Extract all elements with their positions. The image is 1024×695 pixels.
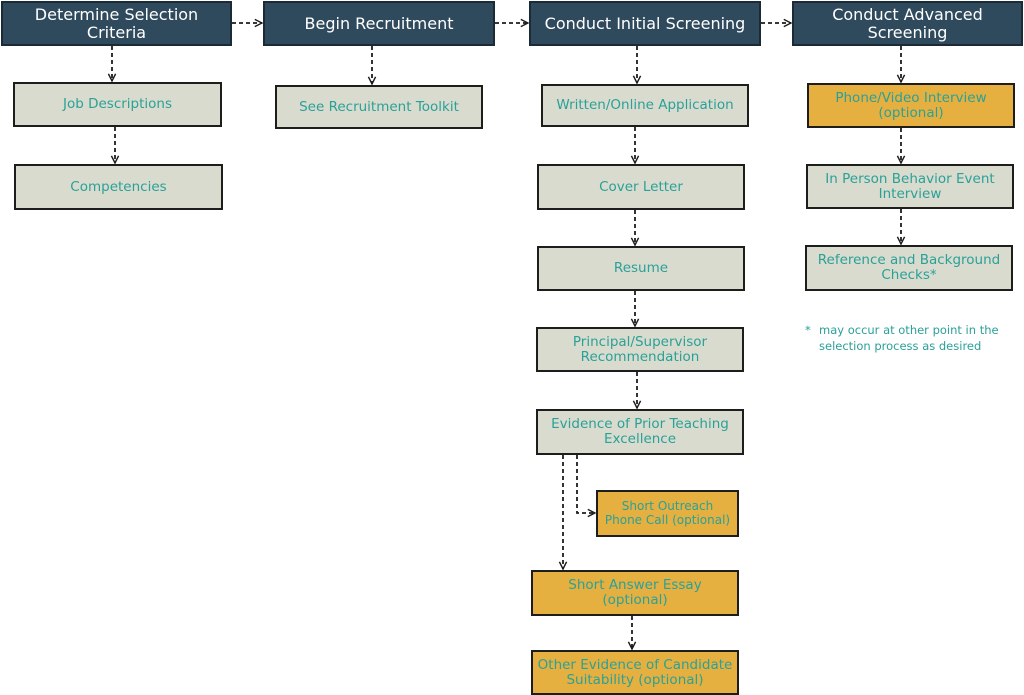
step-competencies: Competencies [14, 164, 223, 210]
step-resume: Resume [537, 246, 745, 291]
step-evidence-prior-teaching-excellence: Evidence of Prior Teaching Excellence [536, 409, 744, 455]
step-phone-video-interview: Phone/Video Interview (optional) [807, 83, 1015, 128]
step-cover-letter: Cover Letter [537, 164, 745, 210]
step-written-online-application: Written/Online Application [541, 84, 749, 127]
step-in-person-behavior-event-interview: In Person Behavior Event Interview [806, 164, 1014, 209]
header-begin-recruitment: Begin Recruitment [263, 1, 495, 46]
step-other-evidence-candidate-suitability: Other Evidence of Candidate Suitability … [531, 650, 739, 695]
header-determine-selection-criteria: Determine Selection Criteria [1, 1, 232, 46]
step-reference-background-checks: Reference and Background Checks* [805, 245, 1013, 291]
footnote-marker: * [805, 323, 811, 337]
footnote: * may occur at other point in the select… [805, 323, 1020, 354]
step-short-outreach-phone-call: Short Outreach Phone Call (optional) [596, 490, 739, 537]
header-conduct-initial-screening: Conduct Initial Screening [529, 1, 761, 46]
step-see-recruitment-toolkit: See Recruitment Toolkit [275, 85, 483, 129]
step-job-descriptions: Job Descriptions [13, 82, 222, 127]
footnote-text: may occur at other point in the selectio… [819, 323, 999, 353]
step-principal-supervisor-recommendation: Principal/Supervisor Recommendation [536, 327, 744, 372]
step-short-answer-essay: Short Answer Essay (optional) [531, 570, 739, 616]
header-conduct-advanced-screening: Conduct Advanced Screening [792, 1, 1023, 46]
arrow-evidence-to-outreach [576, 455, 595, 513]
